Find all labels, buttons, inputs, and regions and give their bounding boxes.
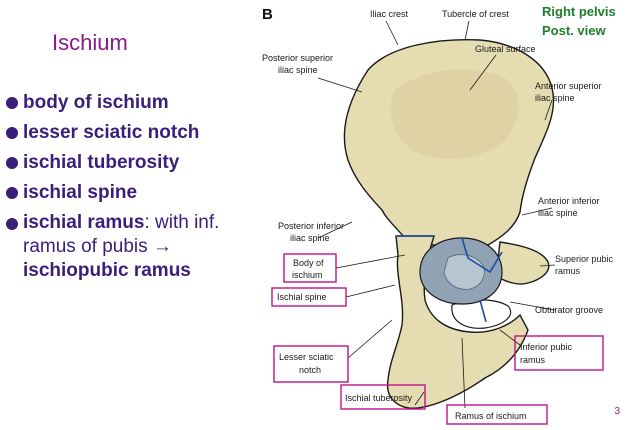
label-ischial-spine: Ischial spine xyxy=(277,292,327,302)
label-lesser-sciatic-2: notch xyxy=(299,365,321,375)
highlight-boxes xyxy=(271,253,604,425)
label-anterior-superior-2: iliac spine xyxy=(535,93,575,103)
label-ischial-tuberosity: Ischial tuberosity xyxy=(345,393,413,403)
label-lesser-sciatic-1: Lesser sciatic xyxy=(279,352,334,362)
pointer-anterior-superior xyxy=(544,99,553,121)
pointer-gluteal-surface xyxy=(469,54,497,91)
label-anterior-inferior-1: Anterior inferior xyxy=(538,196,600,206)
pointer-anterior-inferior xyxy=(521,207,553,216)
label-anterior-inferior-2: iliac spine xyxy=(538,208,578,218)
bullet-dot xyxy=(6,157,18,169)
bullet-ischial-spine: ischial spine xyxy=(6,178,268,208)
bullet-dot xyxy=(6,187,18,199)
pointer-posterior-superior xyxy=(317,77,363,93)
pubic-ramus-shape xyxy=(495,241,550,285)
page-number: 3 xyxy=(614,406,620,417)
pelvis-diagram-svg: B Right pelvis Post. view Iliac crest Tu… xyxy=(262,4,616,425)
box-ramus-of-ischium xyxy=(446,404,548,425)
box-lesser-sciatic xyxy=(273,345,349,383)
label-gluteal-surface: Gluteal surface xyxy=(475,44,536,54)
pointer-ramus-of-ischium xyxy=(461,337,466,409)
label-body-of-ischium-1: Body of xyxy=(293,258,324,268)
label-obturator-groove: Obturator groove xyxy=(535,305,603,315)
label-tubercle-of-crest: Tubercle of crest xyxy=(442,9,509,19)
box-body-of-ischium xyxy=(283,253,337,283)
slide-title: Ischium xyxy=(52,30,128,55)
label-body-of-ischium-2: ischium xyxy=(292,270,323,280)
view-label-line1: Right pelvis xyxy=(542,4,616,19)
view-label-line2: Post. view xyxy=(542,23,606,38)
label-anterior-superior-1: Anterior superior xyxy=(535,81,602,91)
label-posterior-superior-1: Posterior superior xyxy=(262,53,333,63)
label-posterior-inferior-2: iliac spine xyxy=(290,233,330,243)
pointer-ischial-tuberosity xyxy=(414,391,425,406)
bullet-list: body of ischium lesser sciatic notch isc… xyxy=(6,88,268,283)
bullet-dot xyxy=(6,127,18,139)
pointer-ischial-spine xyxy=(345,284,396,298)
bullet-body-of-ischium: body of ischium xyxy=(6,88,268,118)
pointer-inferior-pubic xyxy=(499,329,521,346)
pointer-tubercle xyxy=(464,20,470,41)
pointer-lesser-sciatic xyxy=(347,319,393,359)
label-inferior-pubic-2: ramus xyxy=(520,355,546,365)
label-posterior-inferior-1: Posterior inferior xyxy=(278,221,344,231)
pointer-body-of-ischium xyxy=(335,254,406,269)
pointer-posterior-inferior xyxy=(317,221,353,239)
label-inferior-pubic-1: Inferior pubic xyxy=(520,342,573,352)
box-inferior-pubic xyxy=(514,335,604,371)
bullet-dot xyxy=(6,97,18,109)
box-ischial-tuberosity xyxy=(340,384,426,410)
pointer-obturator-groove xyxy=(509,301,556,311)
ischium-boundary-line xyxy=(396,235,503,323)
bullet-dot xyxy=(6,218,18,230)
pelvis-figure: B Right pelvis Post. view Iliac crest Tu… xyxy=(248,0,630,425)
panel-letter: B xyxy=(262,6,273,23)
pointer-lines xyxy=(317,20,556,409)
box-ischial-spine xyxy=(271,287,347,307)
pointer-iliac-crest xyxy=(385,20,399,46)
label-iliac-crest: Iliac crest xyxy=(370,9,409,19)
label-posterior-superior-2: iliac spine xyxy=(278,65,318,75)
label-superior-pubic-2: ramus xyxy=(555,266,581,276)
label-superior-pubic-1: Superior pubic xyxy=(555,254,614,264)
bullet-ischial-ramus: ischial ramus: with inf. ramus of pubis … xyxy=(6,208,268,283)
label-ramus-of-ischium: Ramus of ischium xyxy=(455,411,527,421)
pointer-superior-pubic xyxy=(539,264,556,267)
bullet-lesser-sciatic-notch: lesser sciatic notch xyxy=(6,118,268,148)
bullet-ischial-tuberosity: ischial tuberosity xyxy=(6,148,268,178)
gluteal-surface-shading xyxy=(390,69,519,159)
